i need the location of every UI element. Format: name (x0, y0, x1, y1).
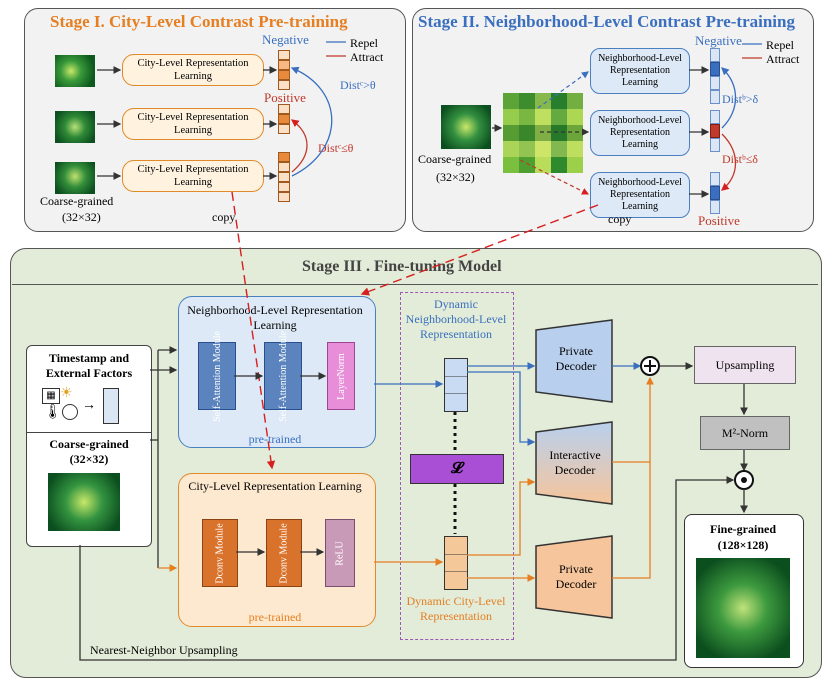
stage2-negative-label: Negative (695, 33, 742, 48)
stage1-repel-label: Repel (350, 36, 378, 50)
stage2-vector-positive (710, 172, 720, 214)
dyn-nbr-label: Dynamic Neighborhood-Level Representatio… (405, 297, 507, 341)
stage2-vector-negative (710, 48, 720, 104)
stage1-title: Stage I. City-Level Contrast Pre-trainin… (50, 12, 348, 31)
stage2-attract-label: Attract (766, 52, 800, 66)
stage2-dist-le: Distᵇ≤δ (722, 152, 758, 166)
stage2-rep-block-1: Neighborhood-Level Representation Learni… (590, 48, 690, 94)
relu-module: ReLU (325, 519, 355, 587)
stage1-rep-block-3: City-Level Representation Learning (122, 160, 264, 192)
private-decoder-1-shape (535, 319, 613, 403)
pretrained-label-1: pre-trained (248, 432, 302, 446)
stage1-rep-block-2: City-Level Representation Learning (122, 108, 264, 140)
city-block-title: City-Level Representation Learning (188, 479, 362, 493)
calendar-icon: ▦ (42, 388, 60, 404)
dynamic-rep-box (400, 292, 514, 640)
stage1-dist-le: Distᶜ≤θ (318, 141, 354, 155)
dyn-city-label: Dynamic City-Level Representation (406, 594, 506, 623)
layernorm-module: LayerNorm (327, 342, 355, 410)
weather-icon: ☀ (60, 386, 73, 401)
stage1-vector-negative (278, 50, 290, 90)
stage1-copy-label: copy (212, 210, 236, 224)
fine-grained-size: (128×128) (717, 538, 769, 552)
stage2-coarse-size: (32×32) (436, 170, 475, 184)
pretrained-label-2: pre-trained (248, 610, 302, 624)
input-coarse-size: (32×32) (69, 452, 109, 466)
self-attention-module-1: Self-Attention Module (198, 331, 236, 421)
neighborhood-block-title: Neighborhood-Level Representation Learni… (187, 303, 363, 332)
stage3-title: Stage III . Fine-tuning Model (302, 258, 502, 275)
dconv-module-2: Dconv Module (266, 519, 302, 587)
loss-box: 𝓛 (410, 454, 504, 484)
stage1-coarse-label: Coarse-grained (40, 194, 114, 208)
input-coarse-map (48, 473, 120, 531)
private-decoder-2-label: Private Decoder (555, 562, 597, 591)
city-map-thumb-1 (55, 55, 95, 87)
timestamp-label: Timestamp and External Factors (45, 351, 133, 380)
dconv-module-1: Dconv Module (202, 519, 238, 587)
stage2-copy-label: copy (608, 212, 632, 226)
neighborhood-grid (503, 93, 583, 173)
nn-upsampling-label: Nearest-Neighbor Upsampling (90, 643, 238, 657)
stage2-coarse-label: Coarse-grained (418, 152, 492, 166)
clock-icon (62, 404, 78, 420)
dyn-nbr-vector (444, 358, 468, 412)
stage2-repel-label: Repel (766, 38, 794, 52)
fine-grained-map (696, 558, 790, 658)
stage2-positive-label: Positive (698, 213, 740, 228)
upsampling-box: Upsampling (694, 346, 796, 384)
interactive-decoder-label: Interactive Decoder (549, 448, 601, 477)
stage1-rep-block-1: City-Level Representation Learning (122, 54, 264, 86)
stage1-coarse-size: (32×32) (62, 210, 101, 224)
self-attention-module-2: Self-Attention Module (264, 331, 302, 421)
stage2-rep-block-2: Neighborhood-Level Representation Learni… (590, 110, 690, 156)
stage2-rep-block-3: Neighborhood-Level Representation Learni… (590, 172, 690, 218)
stage1-negative-label: Negative (262, 32, 309, 47)
interactive-decoder-shape (535, 421, 613, 505)
stage2-vector-anchor (710, 110, 720, 152)
stage1-dist-gt: Distᶜ>θ (340, 78, 376, 92)
private-decoder-1-label: Private Decoder (555, 344, 597, 373)
input-coarse-label: Coarse-grained (49, 437, 129, 451)
m2norm-box: M²-Norm (700, 416, 790, 450)
city-map-thumb-2 (55, 111, 95, 143)
fine-grained-label: Fine-grained (710, 522, 776, 536)
arrow-right-icon: → (82, 398, 96, 413)
city-map-thumb-3 (55, 162, 95, 194)
stage2-title: Stage II. Neighborhood-Level Contrast Pr… (418, 12, 795, 31)
nbr-map-thumb (441, 105, 491, 149)
stage1-positive-label: Positive (264, 90, 306, 105)
neighborhood-grid-overlay (503, 93, 583, 173)
stage1-attract-label: Attract (350, 50, 384, 64)
stage1-vector-anchor (278, 152, 290, 202)
stage2-dist-gt: Distᵇ>δ (722, 92, 759, 106)
external-vector (103, 388, 119, 424)
stage1-vector-positive (278, 104, 290, 134)
private-decoder-2-shape (535, 535, 613, 619)
stage3-title-bar (12, 250, 818, 285)
thermometer-icon: 🌡 (44, 405, 62, 420)
dyn-city-vector (444, 536, 468, 590)
input-divider (26, 432, 152, 433)
